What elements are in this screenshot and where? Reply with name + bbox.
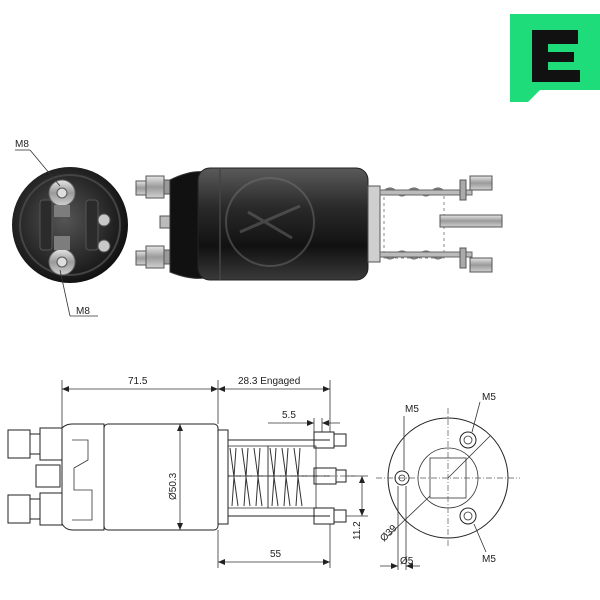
label-m8-top: M8 xyxy=(15,139,29,150)
terminal-stud-bottom xyxy=(48,236,76,276)
side-drawing: 71.5 28.3 Engaged 5.5 Ø50.3 11.2 55 xyxy=(7,376,368,568)
dim-11-2: 11.2 xyxy=(352,521,363,540)
label-m5-bottom-right: M5 xyxy=(482,554,496,565)
stud-top xyxy=(135,175,175,199)
label-m5-top-left: M5 xyxy=(405,404,419,415)
dim-5-5: 5.5 xyxy=(282,410,296,421)
side-view-photo xyxy=(135,167,503,281)
dim-dia-5: Ø5 xyxy=(400,556,414,567)
dim-55: 55 xyxy=(270,549,282,560)
dim-dia-50-3: Ø50.3 xyxy=(168,472,179,500)
end-drawing: M5 M5 M5 Ø39 Ø5 xyxy=(376,392,520,570)
label-m8-bottom: M8 xyxy=(76,306,90,317)
end-hole-bottom xyxy=(459,507,477,525)
label-m5-top-right: M5 xyxy=(482,392,496,403)
brand-logo: E xyxy=(510,14,600,102)
dim-71-5: 71.5 xyxy=(128,376,148,387)
spring xyxy=(382,187,446,260)
end-hole-left xyxy=(394,470,410,486)
end-view-photo: M8 M8 xyxy=(12,139,128,317)
dim-dia-39: Ø39 xyxy=(378,523,399,544)
stud-bottom xyxy=(135,245,175,269)
dim-28-3-engaged: 28.3 Engaged xyxy=(238,376,300,387)
terminal-stud-top xyxy=(48,179,76,217)
end-hole-top xyxy=(459,431,477,449)
